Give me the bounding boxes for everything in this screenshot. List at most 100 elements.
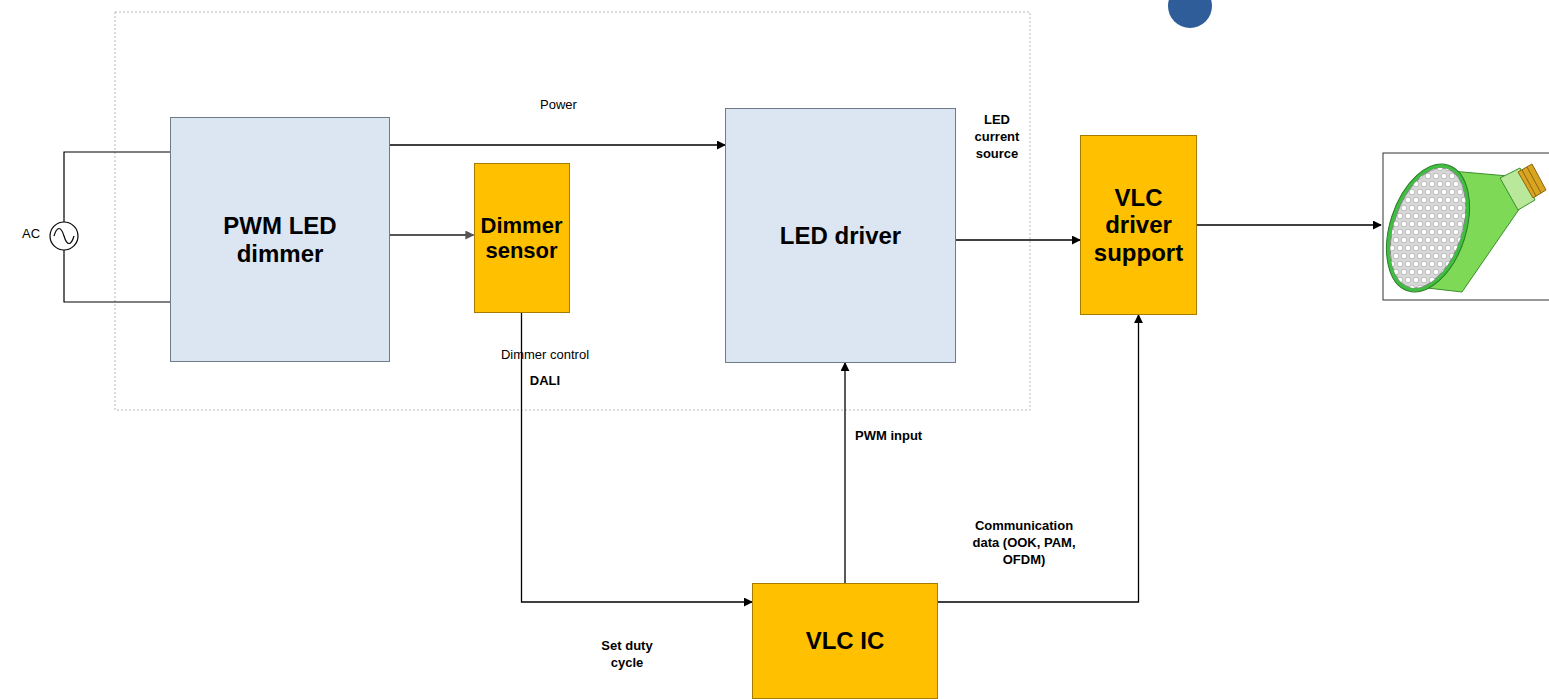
led-dot [1397,261,1403,267]
led-dot [1405,213,1411,219]
led-dot [1421,213,1427,219]
led-dot [1445,229,1451,235]
led-dot [1413,261,1419,267]
led-dot [1425,253,1431,259]
led-dot [1409,237,1415,243]
led-dot [1425,173,1431,179]
led-dot [1433,173,1439,179]
led-dot [1445,277,1451,283]
led-dot [1417,253,1423,259]
led-dot [1417,269,1423,275]
led-dot [1461,181,1467,187]
led-dot [1449,237,1455,243]
led-dot [1421,229,1427,235]
led-dot [1457,205,1463,211]
led-dot [1469,181,1475,187]
led-dot [1473,269,1479,275]
led-dot [1425,157,1431,163]
box-title: VLC IC [806,627,885,655]
led-dot [1381,181,1387,187]
led-dot [1465,269,1471,275]
pwm-label: PWM input [855,428,945,445]
led-dot [1477,277,1483,283]
led-dot [1429,293,1435,299]
led-dot [1409,285,1415,291]
led-dot [1429,261,1435,267]
led-dot [1397,213,1403,219]
led-dot [1381,245,1387,251]
led-dot [1417,221,1423,227]
driver-box: LED driver [725,108,956,363]
led-dot [1433,269,1439,275]
led-dot [1437,165,1443,171]
led-dot [1461,293,1467,299]
led-dot [1461,165,1467,171]
led-dot [1473,221,1479,227]
signal-arrow [938,315,1139,602]
led-dot [1405,165,1411,171]
source-label: AC [22,226,52,243]
led-dot [1397,181,1403,187]
led-dot [1461,277,1467,283]
signal-arrow [844,363,845,583]
led-dot [1461,261,1467,267]
led-dot [1465,221,1471,227]
led-dot [1465,205,1471,211]
led-dot [1381,165,1387,171]
led-dot [1385,285,1391,291]
led-dot [1429,181,1435,187]
led-dot [1473,205,1479,211]
led-dot [1445,213,1451,219]
led-dot [1381,277,1387,283]
led-dot [1477,165,1483,171]
led-dot [1381,197,1387,203]
led-dot [1445,261,1451,267]
led-dot [1441,173,1447,179]
led-dot [1437,229,1443,235]
led-dot [1425,189,1431,195]
led-dot [1461,229,1467,235]
led-dot [1397,197,1403,203]
led-dot [1469,245,1475,251]
box-title: LED driver [780,222,901,250]
led-dot [1377,253,1383,259]
led-dot [1413,245,1419,251]
led-dot [1469,165,1475,171]
led-dot [1377,221,1383,227]
led-dot [1453,277,1459,283]
led-dot [1457,285,1463,291]
led-dot [1421,245,1427,251]
led-dot [1457,221,1463,227]
led-dot [1417,173,1423,179]
led-dot [1453,181,1459,187]
led-dot [1429,213,1435,219]
led-dot [1469,213,1475,219]
led-dot [1421,261,1427,267]
led-dot [1401,285,1407,291]
led-dot [1473,253,1479,259]
led-dot [1449,285,1455,291]
led-dot [1449,221,1455,227]
led-dot [1405,245,1411,251]
sensor-box: Dimmer sensor [474,163,570,313]
led-dot [1409,205,1415,211]
led-dot [1389,277,1395,283]
led-dot [1385,237,1391,243]
led-dot [1377,173,1383,179]
led-dot [1433,221,1439,227]
output-arrow [1197,224,1381,225]
led-dot [1425,205,1431,211]
led-dot [1477,197,1483,203]
led-dot [1409,173,1415,179]
led-dot [1393,157,1399,163]
signal-arrow [390,234,474,236]
led-dot [1397,293,1403,299]
led-dot [1441,221,1447,227]
led-dot [1413,229,1419,235]
box-title: VLC driver support [1086,184,1191,267]
led-dot [1401,173,1407,179]
led-dot [1385,205,1391,211]
led-dot [1389,197,1395,203]
led-dot [1425,221,1431,227]
dimmer-box: PWM LED dimmer [170,117,390,362]
